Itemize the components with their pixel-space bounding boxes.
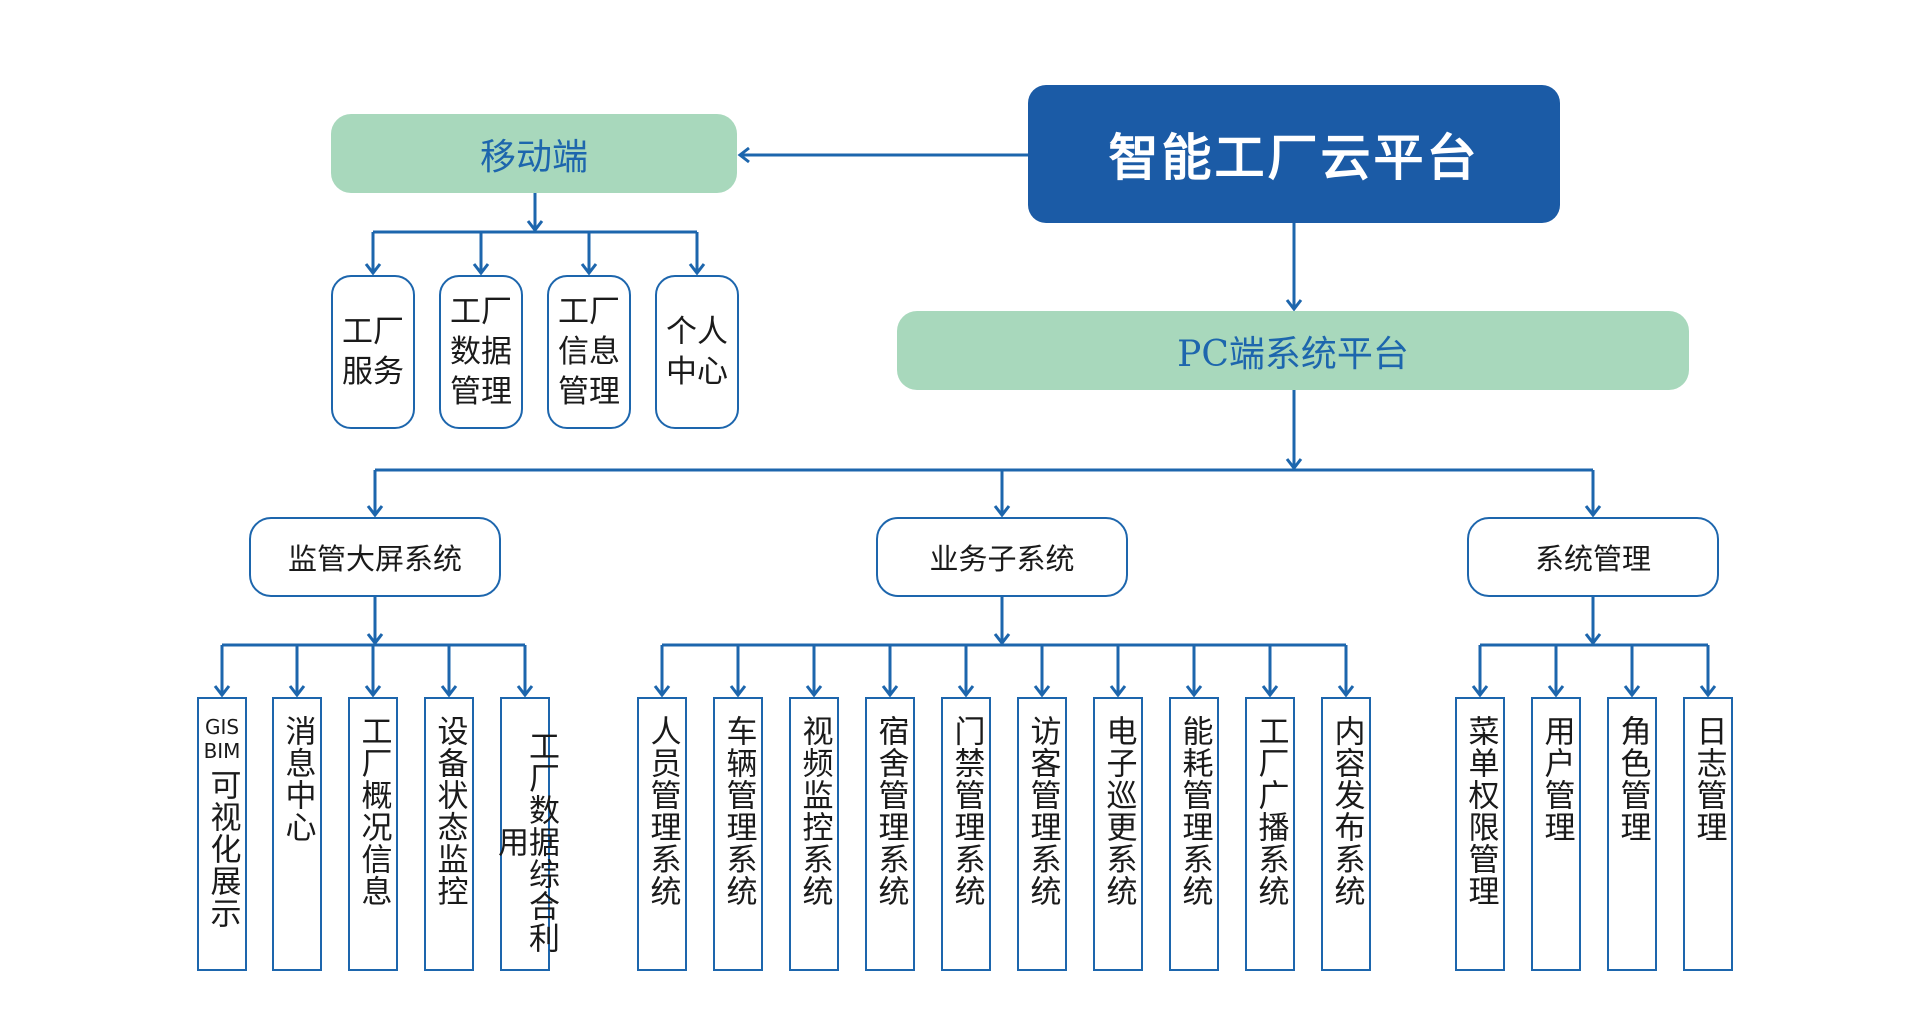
arrowhead-down <box>580 263 598 276</box>
arrowhead-down <box>1109 685 1127 698</box>
leaf-visitor-management: 访客管理系统 <box>1017 697 1067 971</box>
root-node-title: 智能工厂云平台 <box>1108 129 1480 187</box>
mobile-item-line: 中心 <box>666 354 728 390</box>
arrowhead-down <box>993 633 1011 646</box>
arrowhead-down <box>881 685 899 698</box>
arrowhead-down <box>364 263 382 276</box>
group-title: 业务子系统 <box>929 542 1075 576</box>
mobile-node: 移动端 <box>331 114 737 193</box>
leaf-text: 内容发布系统 <box>1328 715 1365 907</box>
arrowhead-down <box>993 505 1011 518</box>
leaf-factory-data-utilization: 工厂数据综合利用 <box>492 697 559 971</box>
leaf-menu-permission-management: 菜单权限管理 <box>1455 697 1505 971</box>
leaf-electronic-patrol: 电子巡更系统 <box>1093 697 1143 971</box>
arrowhead-down <box>1584 633 1602 646</box>
leaf-role-management: 角色管理 <box>1607 697 1657 971</box>
leaf-vehicle-management: 车辆管理系统 <box>713 697 763 971</box>
leaf-text: 工厂广播系统 <box>1252 715 1289 907</box>
arrowhead-down <box>1623 685 1641 698</box>
mobile-item-line: 管理 <box>558 374 620 410</box>
mobile-item-personal-center: 个人 中心 <box>655 275 739 429</box>
leaf-factory-overview: 工厂概况信息 <box>348 697 398 971</box>
leaf-text: 人员管理系统 <box>644 715 681 907</box>
leaf-video-monitoring: 视频监控系统 <box>789 697 839 971</box>
arrowhead-down <box>1699 685 1717 698</box>
mobile-item-line: 服务 <box>342 354 404 390</box>
arrowhead-down <box>1033 685 1051 698</box>
arrowhead-down <box>472 263 490 276</box>
arrowhead-down <box>364 685 382 698</box>
mobile-item-line: 工厂 <box>342 314 404 350</box>
leaf-user-management: 用户管理 <box>1531 697 1581 971</box>
leaf-text: 可视化展示 <box>204 769 241 929</box>
arrowhead-down <box>1337 685 1355 698</box>
mobile-item-factory-data-management: 工厂 数据 管理 <box>439 275 523 429</box>
pc-platform-node: PC端系统平台 <box>897 311 1689 390</box>
leaf-energy-management: 能耗管理系统 <box>1169 697 1219 971</box>
arrowhead-down <box>653 685 671 698</box>
group-system-management: 系统管理 <box>1467 517 1719 597</box>
mobile-item-line: 管理 <box>450 374 512 410</box>
leaf-access-control: 门禁管理系统 <box>941 697 991 971</box>
leaf-text: 访客管理系统 <box>1024 715 1061 907</box>
leaf-text: 用户管理 <box>1538 715 1575 843</box>
arrowhead-down <box>526 220 544 233</box>
leaf-text: 工厂数据综合利用 <box>492 730 559 954</box>
arrowhead-down <box>688 263 706 276</box>
root-node-smart-factory-cloud-platform: 智能工厂云平台 <box>1028 85 1560 223</box>
mobile-item-line: 工厂 <box>450 294 512 330</box>
leaf-text: 宿舍管理系统 <box>872 715 909 907</box>
leaf-text: 电子巡更系统 <box>1100 715 1137 907</box>
arrowhead-down <box>1185 685 1203 698</box>
leaf-text: 消息中心 <box>279 715 316 843</box>
leaf-text: 车辆管理系统 <box>720 715 757 907</box>
leaf-log-management: 日志管理 <box>1683 697 1733 971</box>
leaf-text: 角色管理 <box>1614 715 1651 843</box>
leaf-text: 视频监控系统 <box>796 715 833 907</box>
leaf-text: 设备状态监控 <box>431 715 468 907</box>
arrowhead-down <box>366 505 384 518</box>
leaf-dormitory-management: 宿舍管理系统 <box>865 697 915 971</box>
mobile-item-line: 个人 <box>666 314 728 350</box>
arrowhead-left <box>737 146 750 164</box>
leaf-text: 门禁管理系统 <box>948 715 985 907</box>
leaf-content-publishing: 内容发布系统 <box>1321 697 1371 971</box>
leaf-message-center: 消息中心 <box>272 697 322 971</box>
arrowhead-down <box>729 685 747 698</box>
arrowhead-down <box>366 633 384 646</box>
leaf-text: 菜单权限管理 <box>1462 715 1499 907</box>
leaf-equipment-monitoring: 设备状态监控 <box>424 697 474 971</box>
arrowhead-down <box>957 685 975 698</box>
leaf-factory-broadcast: 工厂广播系统 <box>1245 697 1295 971</box>
pc-platform-node-title: PC端系统平台 <box>1177 333 1409 375</box>
group-title: 系统管理 <box>1534 542 1651 576</box>
mobile-item-line: 信息 <box>558 334 620 370</box>
group-monitoring-screen-system: 监管大屏系统 <box>249 517 501 597</box>
mobile-item-factory-info-management: 工厂 信息 管理 <box>547 275 631 429</box>
arrowhead-down <box>1261 685 1279 698</box>
leaf-personnel-management: 人员管理系统 <box>637 697 687 971</box>
leaf-gis-bim-visualization: GIS BIM 可视化展示 <box>197 697 247 971</box>
arrowhead-down <box>805 685 823 698</box>
leaf-gis-bim-code: GIS BIM <box>203 715 241 763</box>
arrowhead-down <box>213 685 231 698</box>
mobile-item-line: 数据 <box>450 334 512 370</box>
leaf-text: 工厂概况信息 <box>355 715 392 907</box>
arrowhead-down <box>1547 685 1565 698</box>
arrowhead-down <box>1285 458 1303 471</box>
arrowhead-down <box>516 685 534 698</box>
arrowhead-down <box>288 685 306 698</box>
group-title: 监管大屏系统 <box>287 542 462 576</box>
mobile-item-line: 工厂 <box>558 294 620 330</box>
leaf-text: 能耗管理系统 <box>1176 715 1213 907</box>
arrowhead-down <box>440 685 458 698</box>
mobile-item-factory-service: 工厂 服务 <box>331 275 415 429</box>
group-business-subsystem: 业务子系统 <box>876 517 1128 597</box>
arrowhead-down <box>1584 505 1602 518</box>
leaf-text: 日志管理 <box>1690 715 1727 843</box>
arrowhead-down <box>1471 685 1489 698</box>
arrowhead-down <box>1285 299 1303 312</box>
mobile-node-title: 移动端 <box>479 136 588 178</box>
